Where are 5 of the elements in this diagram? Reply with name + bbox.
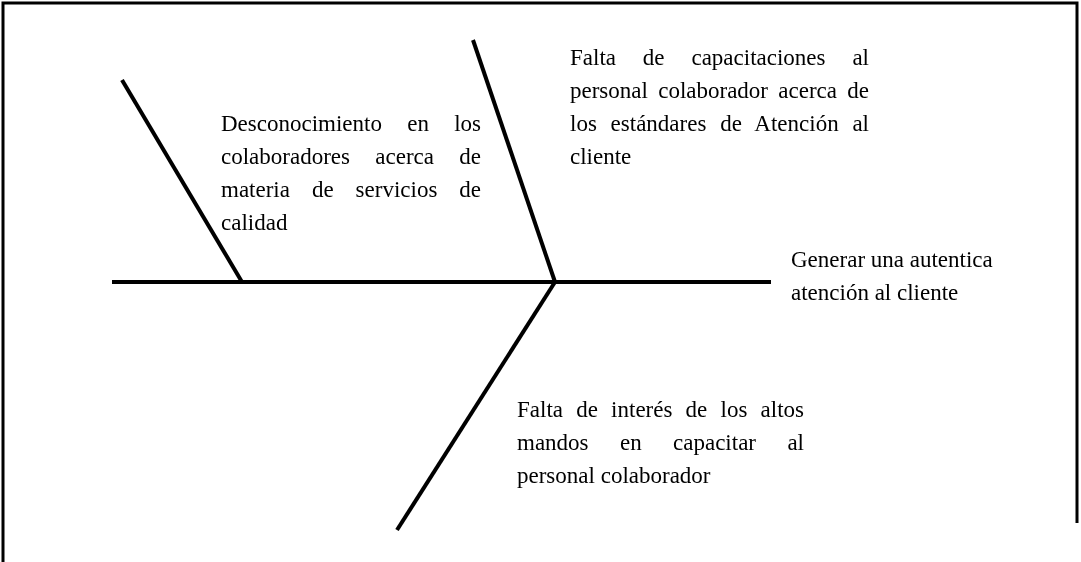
cause-text: Falta de interés de los altos mandos en capacitar al personal colaborador (517, 393, 804, 492)
cause-text: Falta de capacitaciones al personal colaborador acerca de los estándares de Atención al cliente (570, 41, 869, 173)
spine-line (112, 280, 771, 284)
cause-text: Desconocimiento en los colaboradores acerca de materia de servicios de calidad (221, 107, 481, 239)
effect-text: Generar una autentica atención al cliente (791, 243, 1021, 309)
